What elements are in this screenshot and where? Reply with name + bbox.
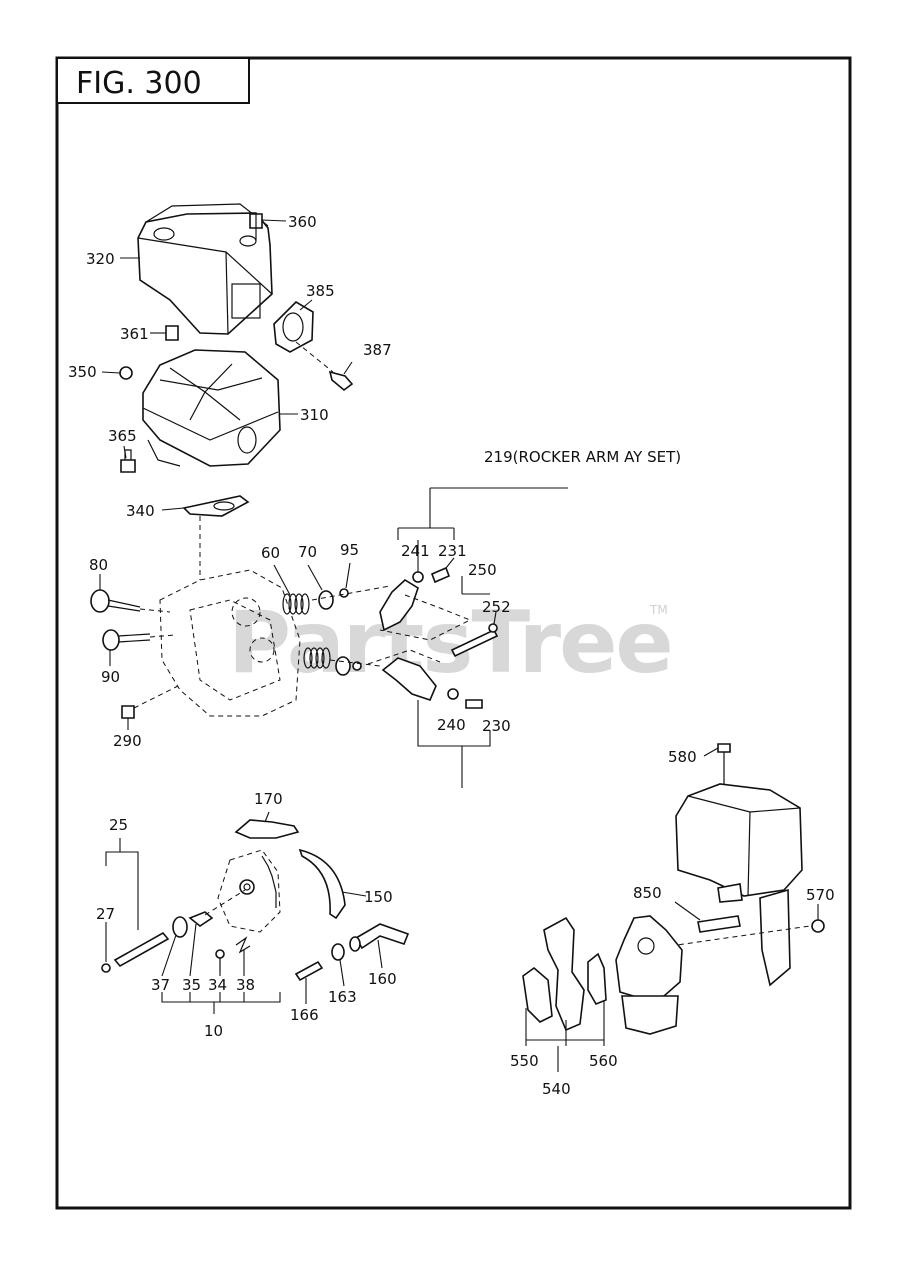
- rocker-shaft-250: [450, 628, 499, 658]
- watermark-logo: PartsTree: [228, 593, 672, 693]
- pipe-850: [697, 915, 741, 933]
- pushrod-25: [113, 931, 170, 968]
- bolt-580: [717, 743, 731, 790]
- gasket-560: [587, 952, 607, 1006]
- callout-163: 163: [328, 988, 357, 1006]
- rocker-arm-upper: [379, 579, 419, 632]
- air-cleaner-cover: [675, 783, 803, 897]
- nut-241: [412, 571, 424, 583]
- bolt-365: [120, 449, 136, 473]
- pin-34: [215, 949, 225, 972]
- callout-38: 38: [236, 976, 255, 994]
- gasket-550: [522, 966, 553, 1023]
- pin-35: [188, 911, 214, 927]
- clip-252: [488, 623, 498, 633]
- bracket-540: [525, 1000, 605, 1072]
- callout-310: 310: [300, 406, 329, 424]
- callout-27: 27: [96, 905, 115, 923]
- insulator-540: [543, 916, 585, 1032]
- callout-160: 160: [368, 970, 397, 988]
- callout-25: 25: [109, 816, 128, 834]
- governor-arm-170: [234, 819, 300, 839]
- bracket-10: [161, 992, 281, 1014]
- clip-37: [172, 916, 188, 938]
- callout-37: 37: [151, 976, 170, 994]
- callout-34: 34: [208, 976, 227, 994]
- callout-90: 90: [101, 668, 120, 686]
- callout-240: 240: [437, 716, 466, 734]
- callout-385: 385: [306, 282, 335, 300]
- breather-cover-310: [142, 349, 281, 467]
- nut-350: [119, 366, 133, 380]
- screw-231: [430, 566, 451, 584]
- callout-231: 231: [438, 542, 467, 560]
- callout-241: 241: [401, 542, 430, 560]
- governor-arc-150: [298, 848, 346, 920]
- callout-850: 850: [633, 884, 662, 902]
- bolt-166: [294, 960, 324, 982]
- callout-580: 580: [668, 748, 697, 766]
- callout-290: 290: [113, 732, 142, 750]
- nut-240: [447, 688, 459, 700]
- callout-350: 350: [68, 363, 97, 381]
- callout-70: 70: [298, 543, 317, 561]
- nut-570: [811, 919, 825, 933]
- figure-border: [55, 56, 852, 1210]
- callout-170: 170: [254, 790, 283, 808]
- retainer-70: [318, 590, 351, 676]
- valve-spring-60: [282, 593, 331, 669]
- camshaft-gear: [217, 849, 281, 933]
- rocker-arm-lower: [381, 657, 437, 701]
- callout-540: 540: [542, 1080, 571, 1098]
- callout-230: 230: [482, 717, 511, 735]
- callout-387: 387: [363, 341, 392, 359]
- washer-27: [101, 963, 111, 973]
- bolt-290: [121, 705, 135, 719]
- figure-title-box: [56, 57, 250, 104]
- cylinder-head: [159, 569, 301, 717]
- callout-361: 361: [120, 325, 149, 343]
- bracket-25: [105, 838, 139, 930]
- gasket-385: [273, 300, 314, 353]
- cover-160: [354, 923, 410, 950]
- spring-163: [331, 936, 361, 961]
- callout-219: 219(ROCKER ARM AY SET): [484, 448, 681, 466]
- spring-38: [235, 936, 251, 954]
- callout-252: 252: [482, 598, 511, 616]
- callout-150: 150: [364, 888, 393, 906]
- gasket-340: [182, 495, 250, 517]
- screw-387: [328, 370, 354, 392]
- callout-60: 60: [261, 544, 280, 562]
- valve-80: [90, 589, 141, 613]
- valve-cover-320: [137, 203, 273, 335]
- callout-340: 340: [126, 502, 155, 520]
- callout-95: 95: [340, 541, 359, 559]
- callout-365: 365: [108, 427, 137, 445]
- screw-361: [165, 325, 179, 341]
- bolt-360: [249, 213, 263, 240]
- callout-550: 550: [510, 1052, 539, 1070]
- carburetor: [615, 915, 683, 1035]
- bracket-219: [397, 487, 568, 788]
- screw-230: [465, 699, 483, 709]
- air-cleaner-base: [717, 883, 791, 987]
- valve-90: [102, 629, 151, 651]
- callout-360: 360: [288, 213, 317, 231]
- callout-320: 320: [86, 250, 115, 268]
- callout-80: 80: [89, 556, 108, 574]
- callout-166: 166: [290, 1006, 319, 1024]
- callout-560: 560: [589, 1052, 618, 1070]
- callout-10: 10: [204, 1022, 223, 1040]
- callout-35: 35: [182, 976, 201, 994]
- figure-title: FIG. 300: [76, 66, 202, 101]
- watermark-trademark: TM: [649, 603, 668, 617]
- callout-250: 250: [468, 561, 497, 579]
- callout-570: 570: [806, 886, 835, 904]
